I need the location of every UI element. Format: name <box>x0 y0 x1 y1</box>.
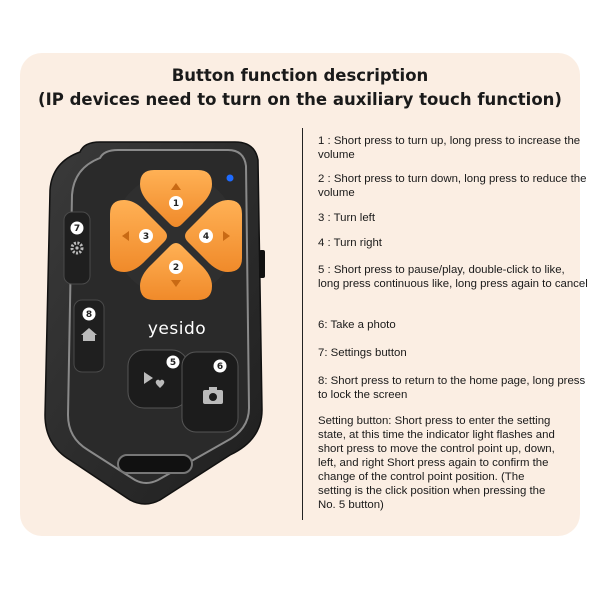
label-7: 7 <box>70 221 84 235</box>
desc-8: 8: Short press to return to the home pag… <box>318 375 586 401</box>
up-arrow-icon <box>171 183 181 190</box>
button-3-left <box>110 200 167 272</box>
home-icon <box>81 328 97 341</box>
brand-logo: yesido <box>148 319 206 339</box>
label-3: 3 <box>139 229 153 243</box>
label-8: 8 <box>82 307 96 321</box>
button-5-play <box>127 349 189 409</box>
page-title: Button function description <box>171 66 429 85</box>
svg-text:3: 3 <box>143 232 149 242</box>
remote-illustration: 1 2 3 4 7 8 yesido 5 6 <box>44 141 265 505</box>
desc-6: 6: Take a photo <box>318 319 396 331</box>
camera-icon <box>203 387 223 404</box>
desc-1: 1 : Short press to turn up, long press t… <box>318 135 581 161</box>
divider-line <box>302 128 303 520</box>
page-subtitle: (IP devices need to turn on the auxiliar… <box>38 90 562 109</box>
lanyard-slot <box>117 454 193 474</box>
svg-text:6: 6 <box>217 362 223 372</box>
right-arrow-icon <box>223 231 230 241</box>
label-6: 6 <box>213 359 227 373</box>
desc-5: 5 : Short press to pause/play, double-cl… <box>318 264 588 290</box>
dpad-base <box>113 173 237 297</box>
heart-icon <box>155 379 165 388</box>
label-5: 5 <box>166 355 180 369</box>
indicator-light <box>226 174 234 182</box>
svg-text:5: 5 <box>170 358 176 368</box>
side-button <box>259 250 265 278</box>
label-1: 1 <box>169 196 183 210</box>
down-arrow-icon <box>171 280 181 287</box>
gear-icon <box>70 241 84 255</box>
label-4: 4 <box>199 229 213 243</box>
desc-2: 2 : Short press to turn down, long press… <box>318 173 587 199</box>
desc-7: 7: Settings button <box>318 347 407 359</box>
svg-text:2: 2 <box>173 263 179 273</box>
svg-text:1: 1 <box>173 199 179 209</box>
svg-text:7: 7 <box>74 224 80 234</box>
svg-text:8: 8 <box>86 310 92 320</box>
desc-3: 3 : Turn left <box>318 212 375 224</box>
desc-4: 4 : Turn right <box>318 237 382 249</box>
left-arrow-icon <box>122 231 129 241</box>
svg-text:4: 4 <box>203 232 209 242</box>
button-4-right <box>185 200 242 272</box>
desc-setting: Setting button: Short press to enter the… <box>318 415 555 511</box>
label-2: 2 <box>169 260 183 274</box>
play-icon <box>144 372 153 384</box>
